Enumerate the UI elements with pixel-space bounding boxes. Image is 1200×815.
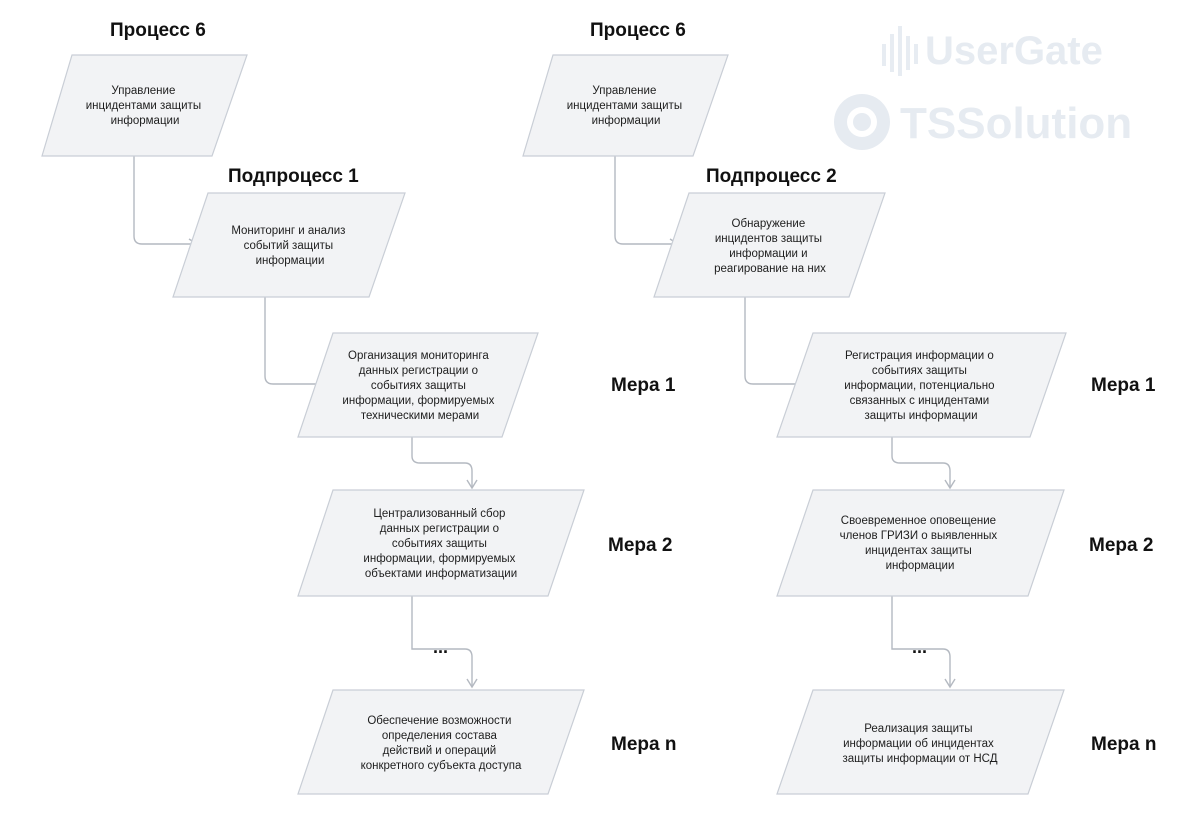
right-measure-1-text: Регистрация информации о событиях защиты… (844, 350, 997, 422)
usergate-logo-icon (882, 26, 918, 76)
right-ellipsis: ... (912, 637, 927, 657)
left-measure-1-text: Организация мониторинга данных регистрац… (342, 350, 497, 422)
left-process-box (41, 54, 248, 157)
right-measure-n-box (776, 689, 1065, 795)
watermark-usergate: UserGate (925, 29, 1103, 73)
right-measure-n-label: Мера n (1091, 734, 1156, 755)
right-process-title: Процесс 6 (590, 20, 686, 41)
left-measure-1-box (297, 332, 539, 438)
left-measure-2-label: Мера 2 (608, 535, 672, 556)
left-subprocess-box (172, 192, 406, 298)
left-measure-n-label: Мера n (611, 734, 676, 755)
right-subprocess-title: Подпроцесс 2 (706, 166, 837, 187)
watermark: UserGate TSSolution (834, 26, 1132, 150)
left-ellipsis: ... (433, 637, 448, 657)
right-process-box-text: Управление инцидентами защиты информации (567, 85, 686, 127)
left-measure-1-label: Мера 1 (611, 375, 676, 396)
right-subprocess-box (653, 192, 886, 298)
right-measure-n-text: Реализация защиты информации об инцидент… (843, 723, 998, 765)
watermark-tssolution: TSSolution (900, 99, 1132, 148)
tssolution-logo-icon (834, 94, 890, 150)
left-subprocess-title: Подпроцесс 1 (228, 166, 359, 187)
left-measure-n-box (297, 689, 585, 795)
right-measure-1-label: Мера 1 (1091, 375, 1156, 396)
left-process-box-text: Управление инцидентами защиты информации (86, 85, 205, 127)
right-measure-2-label: Мера 2 (1089, 535, 1153, 556)
right-measure-1-box (776, 332, 1067, 438)
right-subprocess-box-text: Обнаружение инцидентов защиты информации… (714, 218, 826, 275)
left-process-title: Процесс 6 (110, 20, 206, 41)
left-measure-n-text: Обеспечение возможности определения сост… (361, 715, 522, 772)
right-process-box (522, 54, 729, 157)
left-measure-2-text: Централизованный сбор данных регистрации… (363, 508, 518, 580)
right-measure-2-box (776, 489, 1065, 597)
left-subprocess-box-text: Мониторинг и анализ событий защиты инфор… (231, 225, 348, 267)
left-measure-2-box (297, 489, 585, 597)
right-measure-2-text: Своевременное оповещение членов ГРИЗИ о … (840, 515, 1001, 572)
